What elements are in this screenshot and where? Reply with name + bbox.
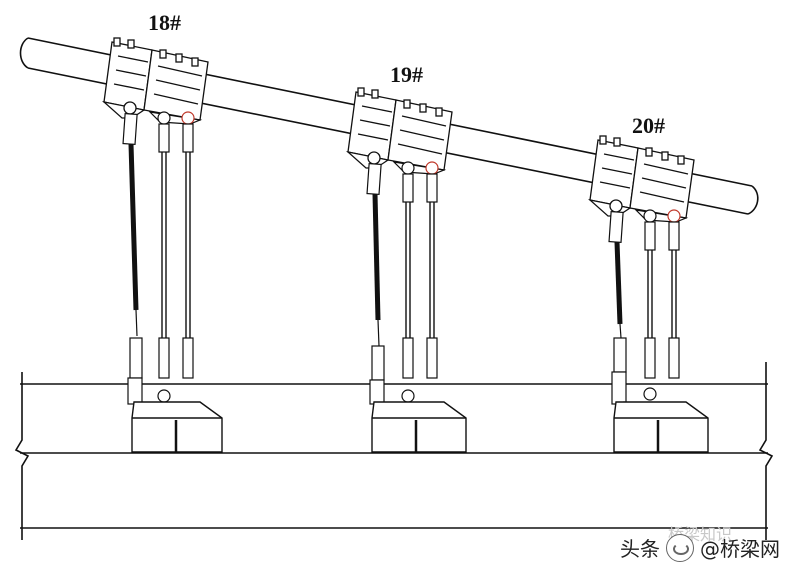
watermark: 头条 @桥梁网 — [620, 533, 780, 562]
watermark-source: 头条 — [620, 537, 660, 561]
anchor-block — [131, 401, 223, 453]
deck-girder — [14, 362, 774, 540]
watermark-account: @桥梁网 — [700, 537, 780, 561]
hanger-group-20 — [587, 135, 709, 453]
vertical-hanger-pair — [617, 209, 681, 417]
hanger-label-20: 20# — [632, 113, 665, 138]
hanger-group-18 — [101, 37, 223, 453]
anchor-block — [613, 401, 709, 453]
hanger-label-19: 19# — [390, 62, 423, 87]
vertical-hanger-pair — [375, 161, 439, 419]
tube-clamp — [347, 87, 453, 171]
vertical-hanger-pair — [133, 111, 195, 419]
hanger-group-19 — [345, 87, 467, 453]
anchor-block — [371, 401, 467, 453]
hanger-label-18: 18# — [148, 10, 181, 35]
tube-clamp — [589, 135, 695, 219]
wechat-logo-icon — [666, 533, 694, 562]
